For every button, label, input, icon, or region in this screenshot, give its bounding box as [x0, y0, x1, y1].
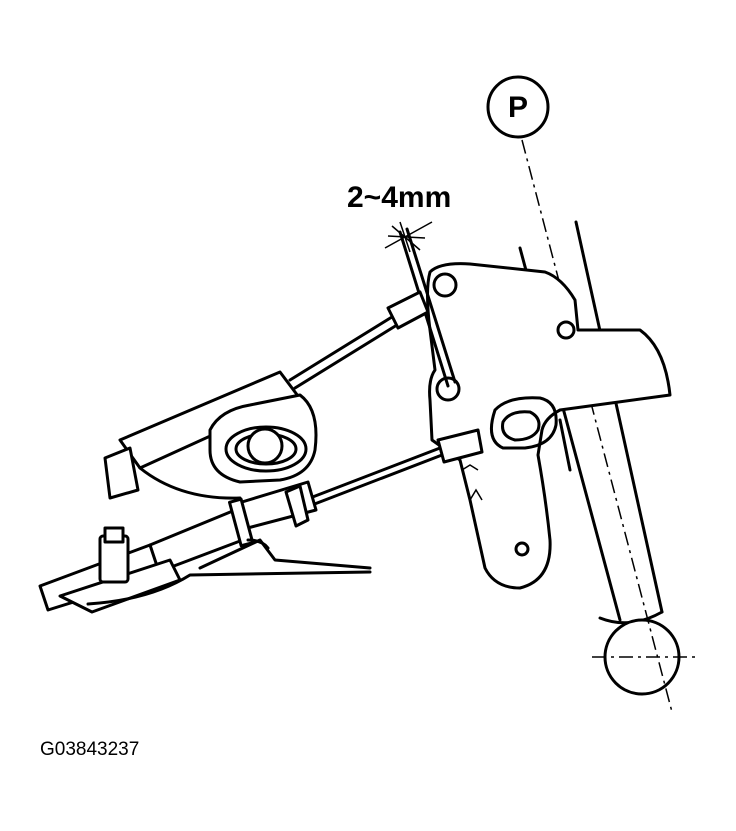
upper-cable: [288, 290, 430, 390]
figure-id: G03843237: [40, 739, 139, 760]
lower-cable-housing: [38, 480, 372, 614]
position-label: P: [508, 91, 528, 124]
shift-lever: [518, 220, 681, 696]
dimension-marker: [384, 221, 433, 253]
detent-bracket: [426, 262, 672, 590]
upper-cable-housing: [103, 370, 318, 500]
dimension-label: 2~4mm: [347, 181, 451, 214]
lower-cable: [308, 428, 484, 507]
lever-centerline: [521, 139, 700, 713]
park-position-callout: P: [486, 75, 550, 139]
